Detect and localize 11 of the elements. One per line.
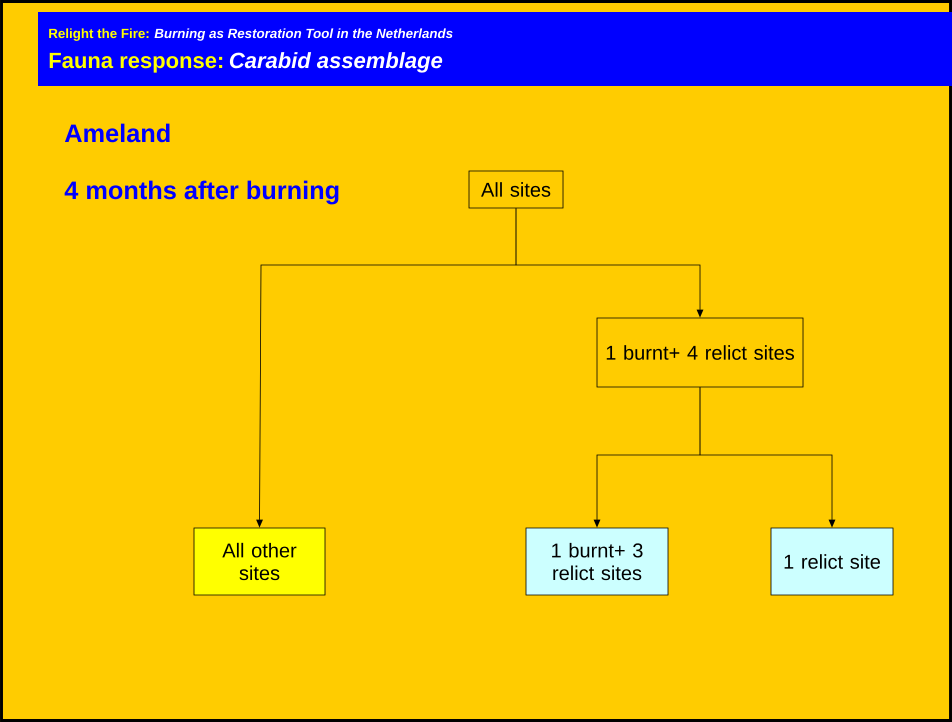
process-box: 1 relict site	[770, 528, 894, 596]
header-text: Carabid assemblage	[230, 52, 442, 73]
header-text: Relight the Fire:	[49, 28, 148, 41]
header-text: Fauna response:	[50, 52, 222, 73]
process-box: 1 burnt+ 4 relict sites	[596, 318, 804, 388]
heading: 4 months after burning	[64, 180, 338, 204]
process-box: All other sites	[194, 528, 326, 596]
heading: Ameland	[64, 124, 170, 142]
header-text: Burning as Restoration Tool in the Netherlands	[154, 28, 453, 41]
process-box: 1 burnt+ 3 relict sites	[526, 528, 668, 596]
process-box: All sites	[468, 170, 564, 208]
